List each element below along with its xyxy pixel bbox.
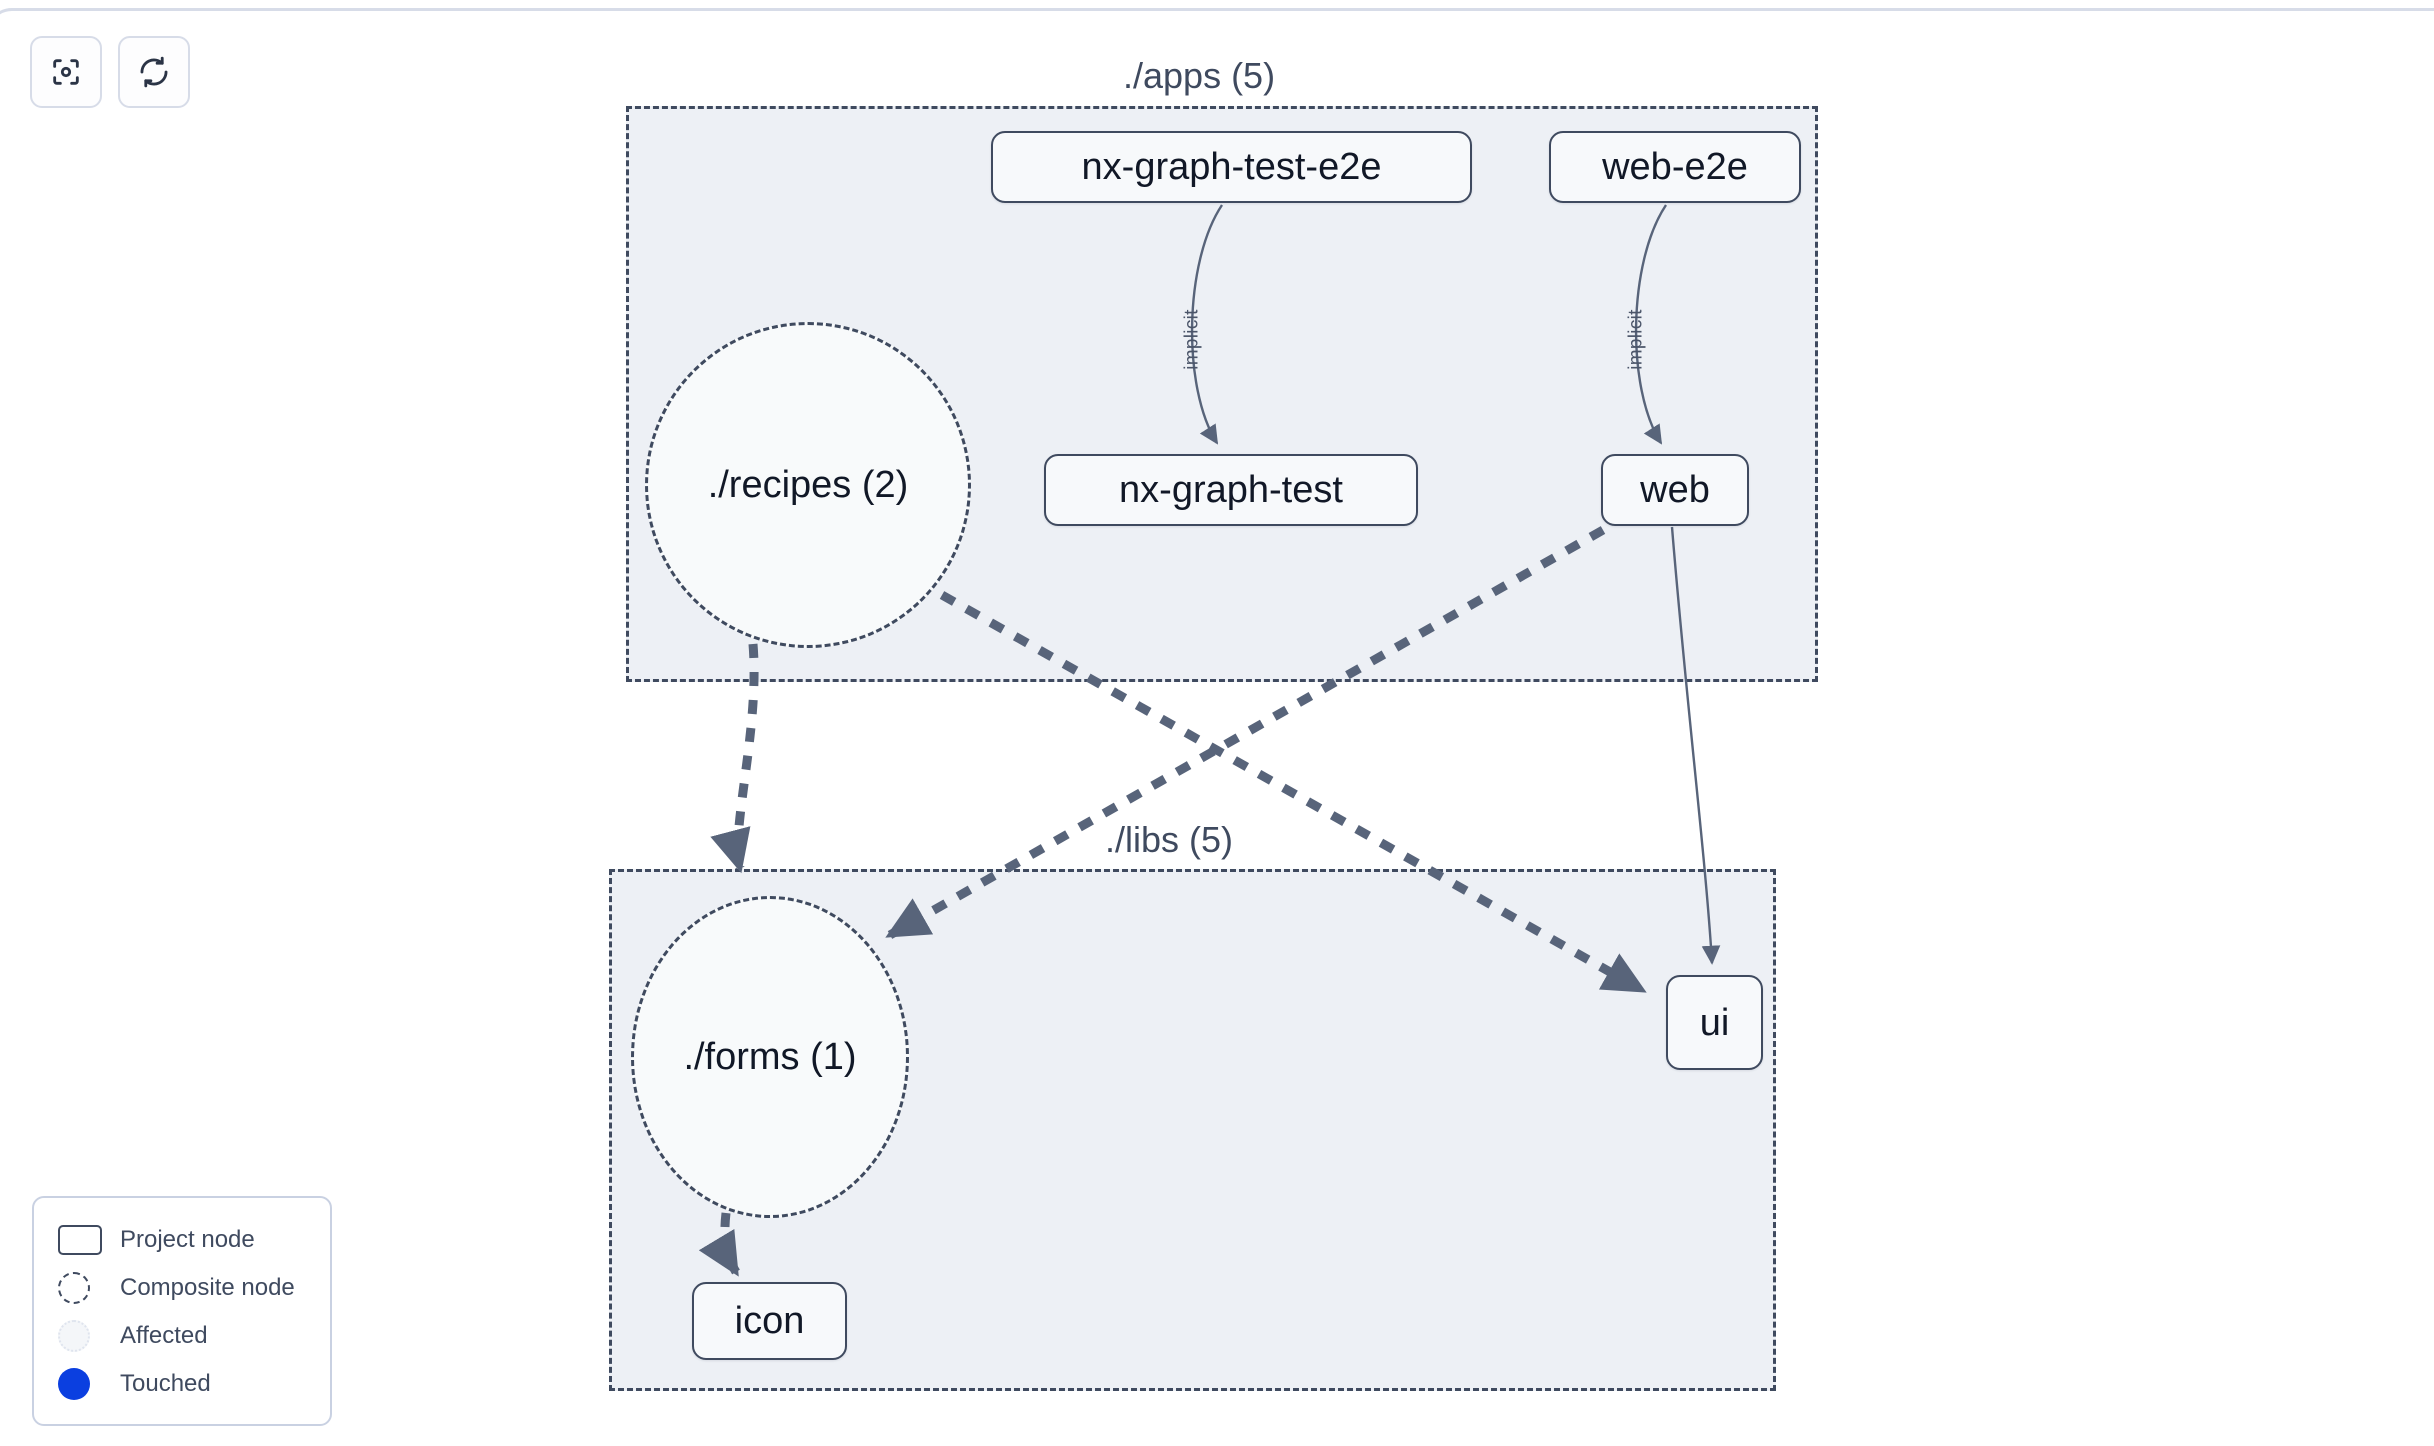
composite-node-swatch (58, 1272, 114, 1304)
refresh-graph-button[interactable] (118, 36, 190, 108)
legend-item-touched: Touched (58, 1360, 310, 1408)
refresh-icon (137, 55, 171, 89)
touched-swatch (58, 1368, 114, 1400)
project-node-swatch (58, 1225, 114, 1255)
group-label-apps: ./apps (5) (1113, 58, 1286, 94)
graph-legend: Project node Composite node Affected Tou… (32, 1196, 332, 1426)
node-web-e2e[interactable]: web-e2e (1549, 131, 1801, 203)
legend-item-affected: Affected (58, 1312, 310, 1360)
affected-swatch (58, 1320, 114, 1352)
edge-label-implicit-right: implicit (1625, 309, 1647, 370)
node-icon[interactable]: icon (692, 1282, 847, 1360)
legend-label-touched: Touched (120, 1370, 211, 1397)
node-web[interactable]: web (1601, 454, 1749, 526)
composite-node-recipes[interactable]: ./recipes (2) (645, 322, 971, 648)
focus-icon (49, 55, 83, 89)
focus-graph-button[interactable] (30, 36, 102, 108)
legend-item-composite-node: Composite node (58, 1264, 310, 1312)
node-ui[interactable]: ui (1666, 975, 1763, 1070)
composite-node-forms[interactable]: ./forms (1) (631, 896, 909, 1218)
edge-label-implicit-left: implicit (1181, 309, 1203, 370)
legend-item-project-node: Project node (58, 1216, 310, 1264)
node-nx-graph-test[interactable]: nx-graph-test (1044, 454, 1418, 526)
legend-label-composite-node: Composite node (120, 1274, 295, 1301)
graph-toolbar (30, 36, 190, 108)
node-nx-graph-test-e2e[interactable]: nx-graph-test-e2e (991, 131, 1472, 203)
group-label-libs: ./libs (5) (1095, 822, 1244, 858)
legend-label-affected: Affected (120, 1322, 208, 1349)
legend-label-project-node: Project node (120, 1226, 255, 1253)
